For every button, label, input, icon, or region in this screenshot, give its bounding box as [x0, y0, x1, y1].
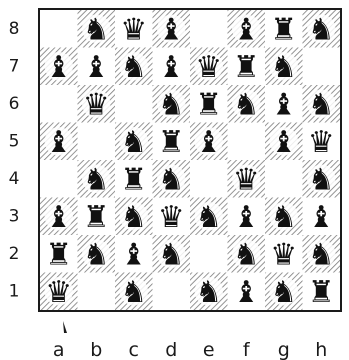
piece-a1-queen-icon: ♛: [45, 275, 72, 310]
piece-h3-bishop-icon: ♝: [308, 200, 335, 235]
piece-b8-knight-icon: ♞: [83, 12, 110, 47]
piece-g8-rook-icon: ♜: [270, 12, 297, 47]
piece-b2-knight-icon: ♞: [83, 237, 110, 272]
square-a4-light: [40, 160, 78, 198]
piece-f7-rook-icon: ♜: [233, 50, 260, 85]
piece-f3-bishop-icon: ♝: [233, 200, 260, 235]
piece-f6-knight-icon: ♞: [233, 87, 260, 122]
piece-b7-bishop-icon: ♝: [83, 50, 110, 85]
file-label-b: b: [90, 339, 102, 360]
piece-f2-knight-icon: ♞: [233, 237, 260, 272]
piece-e3-knight-icon: ♞: [195, 200, 222, 235]
a-file-pointer: [63, 321, 67, 333]
piece-d5-rook-icon: ♜: [158, 125, 185, 160]
piece-d3-queen-icon: ♛: [158, 200, 185, 235]
piece-h2-knight-icon: ♞: [308, 237, 335, 272]
square-e8-light: [190, 10, 228, 48]
piece-h5-queen-icon: ♛: [308, 125, 335, 160]
piece-b3-rook-icon: ♜: [83, 200, 110, 235]
piece-f4-queen-icon: ♛: [233, 162, 260, 197]
piece-c8-queen-icon: ♛: [120, 12, 147, 47]
piece-g5-bishop-icon: ♝: [270, 125, 297, 160]
file-label-e: e: [203, 339, 215, 360]
square-g4-light: [265, 160, 303, 198]
piece-e5-bishop-icon: ♝: [195, 125, 222, 160]
rank-label-2: 2: [9, 244, 20, 264]
piece-g1-knight-icon: ♞: [270, 275, 297, 310]
piece-g7-knight-icon: ♞: [270, 50, 297, 85]
square-a8-light: [40, 10, 78, 48]
piece-c2-bishop-icon: ♝: [120, 237, 147, 272]
piece-d7-bishop-icon: ♝: [158, 50, 185, 85]
rank-label-8: 8: [9, 19, 20, 39]
piece-e1-knight-icon: ♞: [195, 275, 222, 310]
piece-a2-rook-icon: ♜: [45, 237, 72, 272]
square-a6-light: [40, 85, 78, 123]
file-label-h: h: [315, 339, 327, 360]
piece-a3-bishop-icon: ♝: [45, 200, 72, 235]
square-d1-light: [153, 273, 191, 311]
rank-labels: 8 7 6 5 4 3 2 1: [9, 19, 20, 302]
square-h7-light: [303, 48, 341, 86]
piece-a5-bishop-icon: ♝: [45, 125, 72, 160]
piece-d4-knight-icon: ♞: [158, 162, 185, 197]
rank-label-6: 6: [9, 94, 20, 114]
square-b5-light: [78, 123, 116, 161]
piece-b6-queen-icon: ♛: [83, 87, 110, 122]
file-label-a: a: [53, 339, 65, 360]
file-label-f: f: [243, 339, 251, 360]
piece-g3-knight-icon: ♞: [270, 200, 297, 235]
square-e2-light: [190, 235, 228, 273]
rank-label-7: 7: [9, 56, 20, 76]
square-b1-light: [78, 273, 116, 311]
piece-c7-knight-icon: ♞: [120, 50, 147, 85]
piece-c4-rook-icon: ♜: [120, 162, 147, 197]
piece-h4-knight-icon: ♞: [308, 162, 335, 197]
rank-label-5: 5: [9, 131, 20, 151]
piece-f8-bishop-icon: ♝: [233, 12, 260, 47]
rank-label-1: 1: [9, 281, 20, 301]
file-label-c: c: [129, 339, 139, 360]
piece-f1-bishop-icon: ♝: [233, 275, 260, 310]
piece-e6-rook-icon: ♜: [195, 87, 222, 122]
rank-label-4: 4: [9, 169, 20, 189]
piece-g2-queen-icon: ♛: [270, 237, 297, 272]
piece-d2-knight-icon: ♞: [158, 237, 185, 272]
piece-g6-bishop-icon: ♝: [270, 87, 297, 122]
piece-b4-knight-icon: ♞: [83, 162, 110, 197]
square-f5-light: [228, 123, 266, 161]
piece-a7-bishop-icon: ♝: [45, 50, 72, 85]
file-label-d: d: [165, 339, 177, 360]
piece-h8-knight-icon: ♞: [308, 12, 335, 47]
file-label-g: g: [278, 339, 290, 360]
square-c6-light: [115, 85, 153, 123]
piece-h1-rook-icon: ♜: [308, 275, 335, 310]
square-e4-light: [190, 160, 228, 198]
piece-c1-knight-icon: ♞: [120, 275, 147, 310]
piece-d8-bishop-icon: ♝: [158, 12, 185, 47]
file-labels: a b c d e f g h: [53, 339, 327, 360]
piece-e7-queen-icon: ♛: [195, 50, 222, 85]
piece-c3-knight-icon: ♞: [120, 200, 147, 235]
piece-c5-knight-icon: ♞: [120, 125, 147, 160]
rank-label-3: 3: [9, 206, 20, 226]
piece-d6-knight-icon: ♞: [158, 87, 185, 122]
piece-h6-knight-icon: ♞: [308, 87, 335, 122]
